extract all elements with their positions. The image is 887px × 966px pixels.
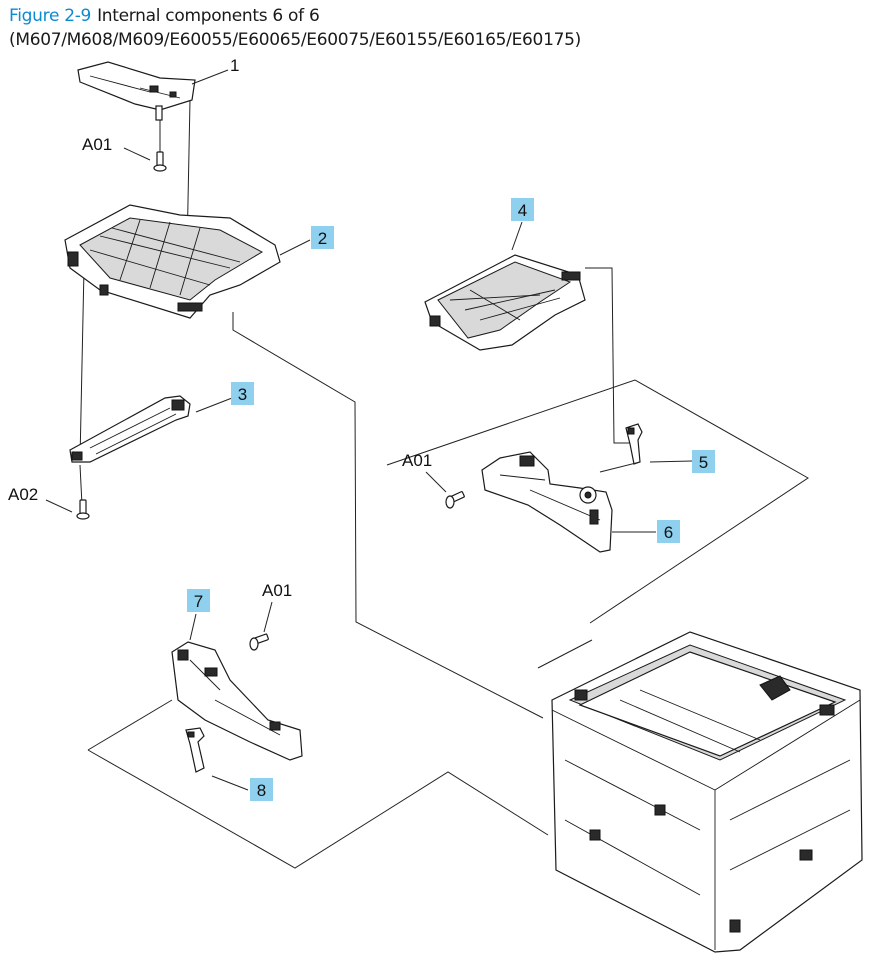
part-4-cover [424,221,586,351]
part-2-tray-assembly [64,204,311,319]
screw-label-a01-right: A01 [402,451,432,470]
part-5-lever [625,423,693,465]
callout-7: 7 [187,589,210,612]
part-1-bracket [77,61,229,121]
screw-label-a01-bottom: A01 [262,581,292,600]
callout-7-label: 7 [194,592,203,611]
screw-a01-top [123,147,167,172]
callout-1-label: 1 [230,56,239,75]
screw-label-a02: A02 [8,485,38,504]
callout-8: 8 [250,778,273,801]
callout-3: 3 [231,382,254,405]
callout-2: 2 [311,226,334,249]
part-3-guide-bar [69,395,233,463]
callout-4-label: 4 [518,201,527,220]
main-chassis-frame [551,631,863,953]
assembly-lines [79,99,809,869]
figure-title: Internal components 6 of 6 (M607/M608/M6… [9,6,581,50]
screw-a01-bottom [249,601,273,651]
callout-6-label: 6 [664,523,673,542]
figure-number: Figure 2-9 [9,6,92,26]
screw-label-a01-top: A01 [82,135,112,154]
callout-5: 5 [692,450,715,473]
callout-8-label: 8 [257,781,266,800]
callout-2-label: 2 [318,229,327,248]
part-8-lever [185,727,249,791]
part-6-bracket-assembly [481,451,656,553]
screw-a01-right [425,471,465,509]
part-7-bracket [171,613,303,761]
callout-6: 6 [657,520,680,543]
callout-4: 4 [511,198,534,221]
callout-5-label: 5 [699,453,708,472]
screw-a02 [45,499,90,520]
callout-3-label: 3 [238,385,247,404]
